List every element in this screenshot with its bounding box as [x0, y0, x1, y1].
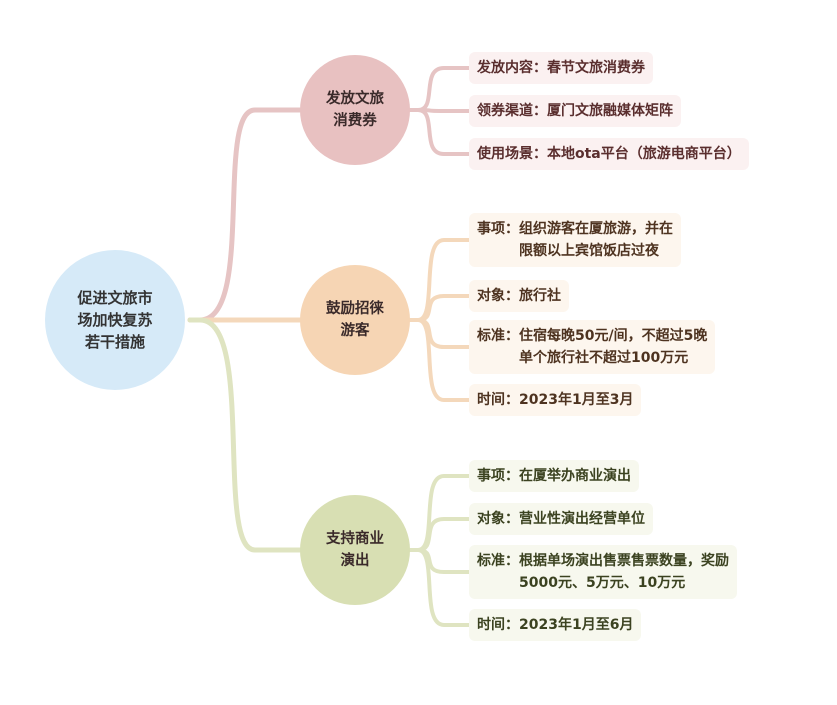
connector-line — [408, 548, 471, 574]
leaf-label: 发放内容： — [477, 60, 547, 76]
branch-node: 发放文旅消费券 — [300, 55, 410, 165]
branch-title-line: 鼓励招徕 — [326, 301, 384, 317]
leaf-item: 标准：住宿每晚50元/间，不超过5晚单个旅行社不超过100万元 — [469, 320, 716, 374]
leaf-value-line: 春节文旅消费券 — [547, 60, 645, 76]
leaf-value-line: 厦门文旅融媒体矩阵 — [547, 103, 673, 119]
branch-title-line: 游客 — [340, 323, 370, 339]
branch-title-line: 演出 — [340, 553, 370, 569]
root-title-line: 若干措施 — [84, 333, 145, 351]
leaf-item: 事项：组织游客在厦旅游，并在限额以上宾馆饭店过夜 — [469, 213, 681, 267]
connector-line — [408, 294, 471, 322]
leaf-item: 事项：在厦举办商业演出 — [469, 460, 639, 492]
leaf-item: 时间：2023年1月至3月 — [469, 384, 642, 416]
leaf-label: 对象： — [477, 511, 519, 527]
branch-node: 鼓励招徕游客 — [300, 265, 410, 375]
leaf-label: 使用场景： — [477, 146, 547, 162]
connector-line — [408, 517, 471, 552]
leaf-item: 对象：营业性演出经营单位 — [469, 503, 653, 535]
leaf-value-line: 单个旅行社不超过100万元 — [519, 350, 689, 366]
branch-title-line: 支持商业 — [326, 531, 384, 547]
leaf-label: 标准： — [477, 328, 519, 344]
leaf-label: 事项： — [477, 468, 519, 484]
leaf-value-line: 2023年1月至3月 — [519, 392, 634, 408]
leaf-value-line: 营业性演出经营单位 — [519, 511, 645, 527]
branch-title-line: 消费券 — [333, 113, 377, 129]
connector-line — [187, 317, 303, 553]
connector-line — [408, 238, 471, 322]
leaf-value-line: 在厦举办商业演出 — [519, 468, 631, 484]
connector-line — [408, 108, 471, 156]
connector-line — [408, 474, 471, 552]
root-title: 促进文旅市场加快复苏若干措施 — [77, 287, 152, 353]
leaf-value-line: 5000元、5万元、10万元 — [519, 575, 686, 591]
leaf-item: 使用场景：本地ota平台（旅游电商平台） — [469, 138, 749, 170]
connector-line — [408, 66, 471, 112]
leaf-label: 时间： — [477, 617, 519, 633]
leaf-label: 对象： — [477, 288, 519, 304]
connector-line — [187, 107, 303, 323]
leaf-value-line: 本地ota平台（旅游电商平台） — [547, 146, 741, 162]
leaf-value-line: 住宿每晚50元/间，不超过5晚 — [519, 328, 708, 344]
leaf-item: 时间：2023年1月至6月 — [469, 609, 642, 641]
leaf-label: 时间： — [477, 392, 519, 408]
connector-line — [408, 548, 471, 627]
leaf-label: 标准： — [477, 553, 519, 569]
root-title-line: 场加快复苏 — [77, 311, 153, 329]
leaf-item: 发放内容：春节文旅消费券 — [469, 52, 653, 84]
root-node: 促进文旅市场加快复苏若干措施 — [45, 250, 185, 390]
leaf-value-line: 组织游客在厦旅游，并在 — [519, 221, 673, 237]
leaf-value-line: 根据单场演出售票售票数量，奖励 — [519, 553, 729, 569]
leaf-item: 对象：旅行社 — [469, 280, 569, 312]
connector-line — [408, 318, 471, 402]
leaf-item: 领券渠道：厦门文旅融媒体矩阵 — [469, 95, 681, 127]
root-title-line: 促进文旅市 — [77, 289, 153, 307]
leaf-value-line: 限额以上宾馆饭店过夜 — [519, 243, 659, 259]
leaf-value-line: 2023年1月至6月 — [519, 617, 634, 633]
branch-title-line: 发放文旅 — [326, 91, 384, 107]
leaf-label: 事项： — [477, 221, 519, 237]
leaf-item: 标准：根据单场演出售票售票数量，奖励 5000元、5万元、10万元 — [469, 545, 737, 599]
leaf-value-line: 旅行社 — [519, 288, 561, 304]
leaf-label: 领券渠道： — [477, 103, 547, 119]
branch-node: 支持商业演出 — [300, 495, 410, 605]
connector-line — [408, 318, 471, 349]
